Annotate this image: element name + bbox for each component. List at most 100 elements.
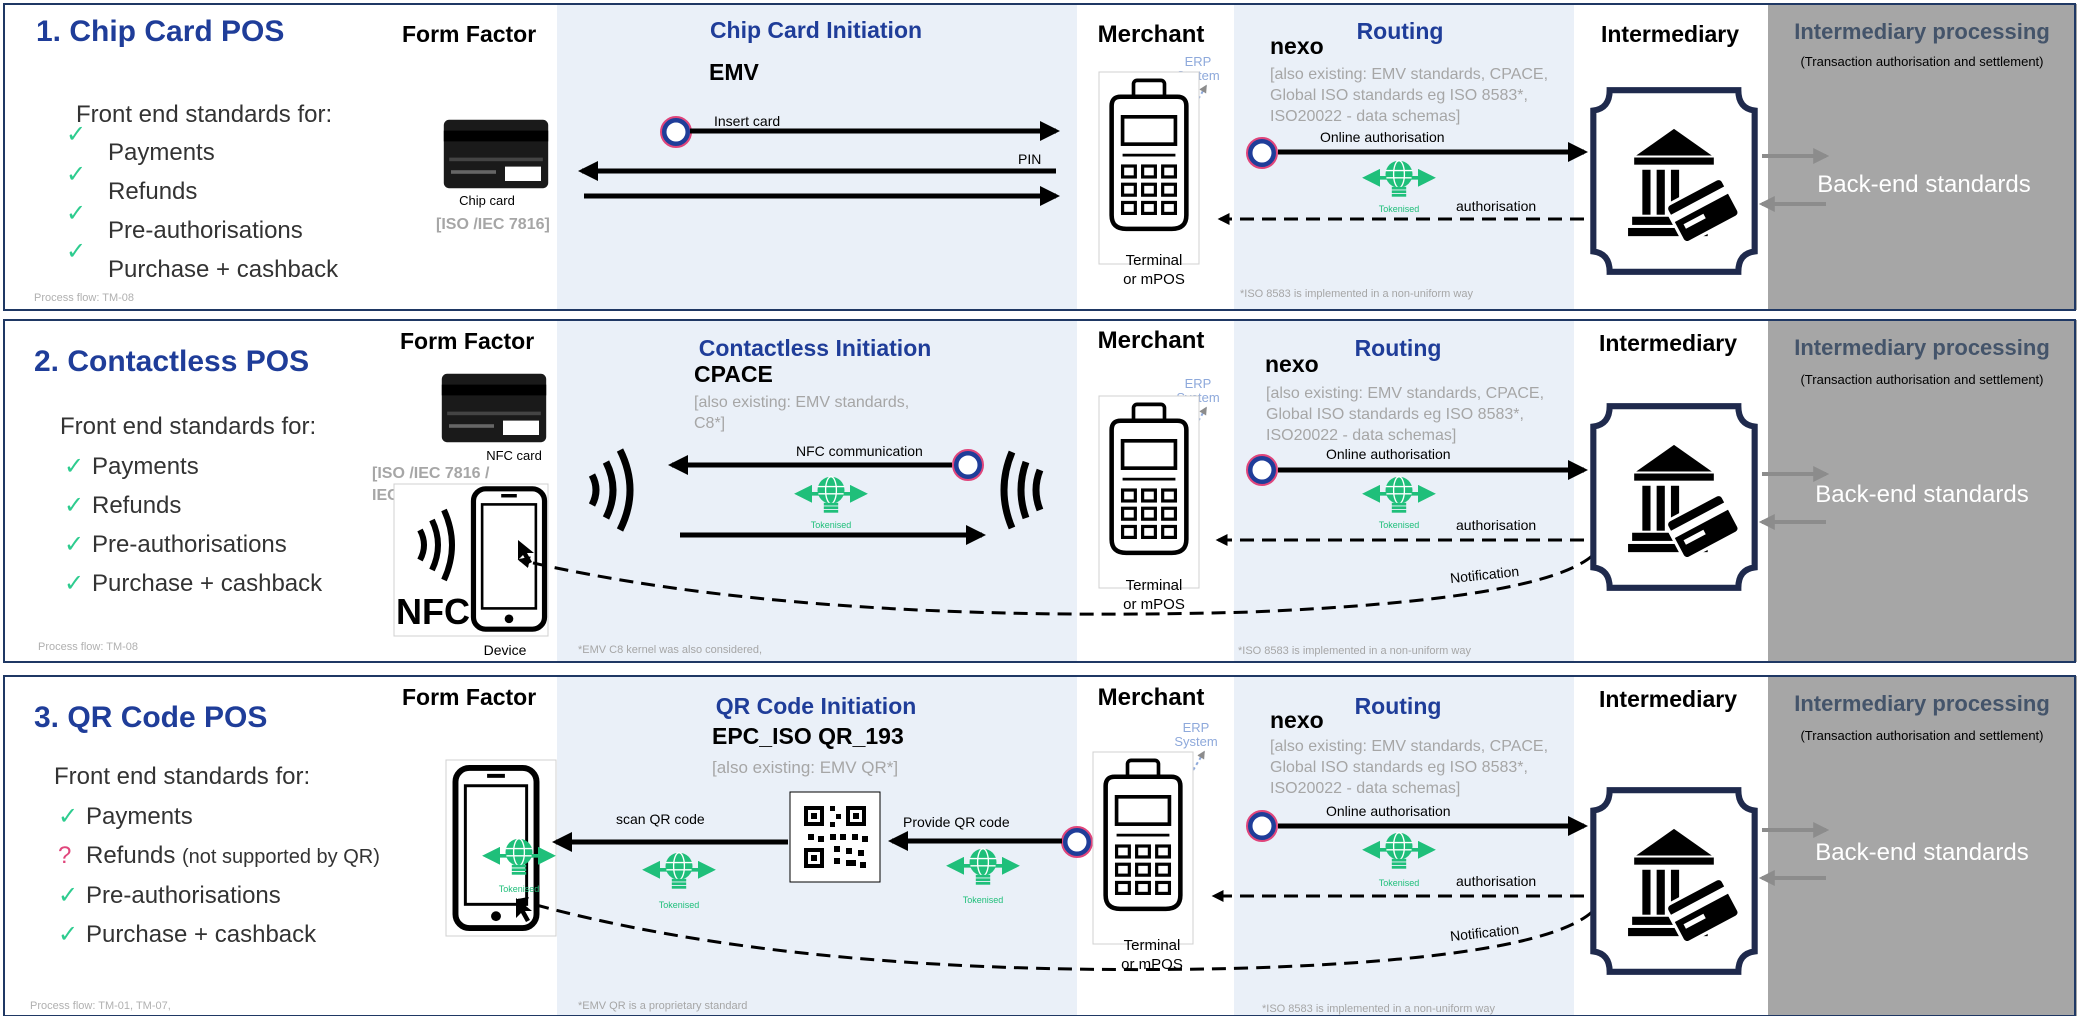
panel-2-contactless — [3, 319, 2077, 663]
panel-title: 1. Chip Card POS — [36, 15, 284, 48]
cursor-icon — [518, 540, 534, 564]
erp-label: ERP — [1185, 376, 1212, 391]
form-factor-header: Form Factor — [402, 684, 536, 710]
front-end-title: Front end standards for: — [60, 413, 316, 440]
panel-title: 2. Contactless POS — [34, 345, 309, 378]
arrow-label: Insert card — [714, 113, 780, 129]
processing-header: Intermediary processing — [1794, 691, 2050, 716]
feature-mark: ✓ — [66, 200, 86, 227]
feature-mark: ✓ — [58, 882, 78, 909]
iso-footnote: *ISO 8583 is implemented in a non-unifor… — [1262, 1003, 1495, 1015]
routing-note: ISO20022 - data schemas] — [1270, 108, 1460, 125]
routing-note: Global ISO standards eg ISO 8583*, — [1270, 759, 1528, 776]
arrow-label: Provide QR code — [903, 814, 1010, 830]
form-factor-header: Form Factor — [402, 21, 536, 47]
panel-3-qr-code — [3, 675, 2077, 1016]
start-node-icon — [1062, 827, 1092, 857]
initiation-footnote: *EMV QR is a proprietary standard — [578, 1000, 747, 1012]
back-end-label: Back-end standards — [1817, 171, 2030, 198]
erp-label: System — [1174, 734, 1217, 749]
tokenised-label: Tokenised — [963, 895, 1004, 905]
bank-icon — [1593, 406, 1754, 588]
iso-footnote: *ISO 8583 is implemented in a non-unifor… — [1238, 645, 1471, 657]
feature-item: Payments — [92, 453, 199, 480]
arrow-label: NFC communication — [796, 443, 923, 459]
feature-mark: ✓ — [66, 121, 86, 148]
arrow-label: PIN — [1018, 151, 1041, 167]
arrow-label: authorisation — [1456, 517, 1536, 533]
chip-card-icon — [443, 119, 549, 189]
form-factor-header: Form Factor — [400, 328, 534, 354]
initiation-standard: EPC_ISO QR_193 — [712, 723, 904, 749]
panel-title: 3. QR Code POS — [34, 701, 267, 734]
process-flow-note: Process flow: TM-08 — [34, 292, 134, 304]
feature-item: Refunds — [108, 178, 197, 205]
panel-1-chip-card — [3, 3, 2077, 311]
start-node-icon — [661, 117, 691, 147]
process-flow-note: Process flow: TM-08 — [38, 641, 138, 653]
arrow-label: Online authorisation — [1326, 446, 1451, 462]
arrow-label: scan QR code — [616, 811, 705, 827]
terminal-label: or mPOS — [1123, 271, 1185, 288]
feature-mark: ✓ — [64, 570, 84, 597]
device-label: Chip card — [459, 193, 515, 208]
initiation-standard: EMV — [709, 59, 760, 85]
feature-mark: ✓ — [64, 453, 84, 480]
initiation-standard: CPACE — [694, 361, 773, 387]
contactless-waves-icon — [588, 448, 634, 532]
processing-header: Intermediary processing — [1794, 19, 2050, 44]
bank-icon — [1593, 90, 1754, 272]
terminal-label: Terminal — [1126, 577, 1183, 594]
routing-note: Global ISO standards eg ISO 8583*, — [1266, 406, 1524, 423]
contactless-waves-icon — [1000, 450, 1044, 530]
tokenised-label: Tokenised — [659, 900, 700, 910]
feature-mark: ✓ — [66, 238, 86, 265]
qr-code-icon — [789, 791, 881, 883]
back-end-label: Back-end standards — [1815, 481, 2028, 508]
feature-item: Payments — [108, 139, 215, 166]
feature-mark: ✓ — [64, 492, 84, 519]
iso-footnote: *ISO 8583 is implemented in a non-unifor… — [1240, 288, 1473, 300]
feature-item: Purchase + cashback — [108, 256, 339, 283]
device-label: Device — [484, 642, 527, 658]
erp-label: ERP — [1185, 54, 1212, 69]
terminal-label: or mPOS — [1123, 596, 1185, 613]
contactless-waves-icon — [417, 508, 455, 582]
nfc-card-icon — [441, 373, 547, 443]
arrow-label: authorisation — [1456, 198, 1536, 214]
iso-label: [ISO /IEC 7816 / — [372, 465, 490, 482]
terminal-label: Terminal — [1126, 252, 1183, 269]
feature-list: ✓ Payments ✓ Refunds ✓ Pre-authorisation… — [66, 121, 339, 283]
routing-note: Global ISO standards eg ISO 8583*, — [1270, 87, 1528, 104]
merchant-header: Merchant — [1098, 327, 1205, 354]
routing-start-node-icon — [1247, 138, 1277, 168]
feature-item: Pre-authorisations — [108, 217, 303, 244]
initiation-title: QR Code Initiation — [716, 693, 917, 719]
terminal-label: Terminal — [1124, 937, 1181, 954]
feature-item: Pre-authorisations — [86, 882, 281, 909]
feature-mark: ✓ — [66, 161, 86, 188]
front-end-title: Front end standards for: — [54, 763, 310, 790]
routing-start-node-icon — [1247, 455, 1277, 485]
feature-list: ✓ Payments ✓ Refunds ✓ Pre-authorisation… — [64, 453, 323, 597]
tokenised-label: Tokenised — [1379, 520, 1420, 530]
feature-item: Purchase + cashback — [92, 570, 323, 597]
processing-subtitle: (Transaction authorisation and settlemen… — [1800, 372, 2043, 387]
arrow-label: Notification — [1449, 563, 1520, 586]
initiation-title: Contactless Initiation — [699, 335, 932, 361]
bank-icon — [1593, 790, 1754, 972]
feature-item: Refunds — [86, 842, 175, 869]
arrow-label: authorisation — [1456, 873, 1536, 889]
intermediary-header: Intermediary — [1599, 686, 1737, 712]
routing-note: ISO20022 - data schemas] — [1266, 427, 1456, 444]
arrow-label: Notification — [1449, 921, 1520, 944]
nexo-label: nexo — [1265, 351, 1319, 377]
feature-item: Payments — [86, 803, 193, 830]
device-label: NFC card — [486, 448, 542, 463]
tokenised-label: Tokenised — [499, 884, 540, 894]
back-end-label: Back-end standards — [1815, 839, 2028, 866]
smartphone-icon — [473, 489, 544, 629]
routing-note: [also existing: EMV standards, CPACE, — [1266, 385, 1544, 402]
routing-header: Routing — [1357, 18, 1444, 44]
initiation-note: [also existing: EMV standards, — [694, 394, 909, 411]
